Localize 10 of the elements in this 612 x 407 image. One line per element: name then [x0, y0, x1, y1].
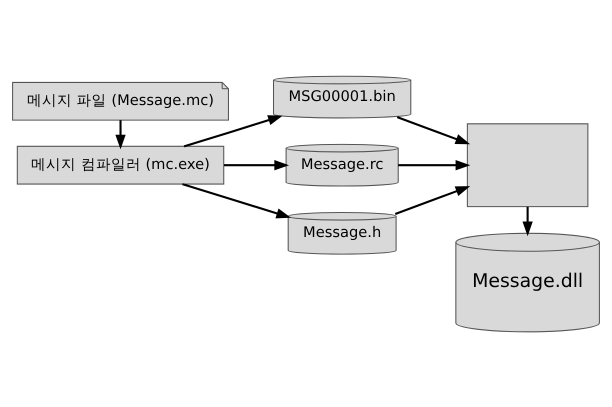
- arrow: [115, 120, 126, 149]
- arrow: [398, 160, 470, 170]
- arrow: [224, 160, 290, 170]
- arrow: [182, 182, 291, 218]
- node-box: [466, 122, 588, 207]
- arrow: [394, 186, 470, 214]
- arrow: [184, 114, 283, 147]
- arrow: [396, 116, 470, 144]
- node-box: 메시지 컴파일러 (mc.exe): [16, 145, 224, 184]
- arrow: [522, 206, 533, 236]
